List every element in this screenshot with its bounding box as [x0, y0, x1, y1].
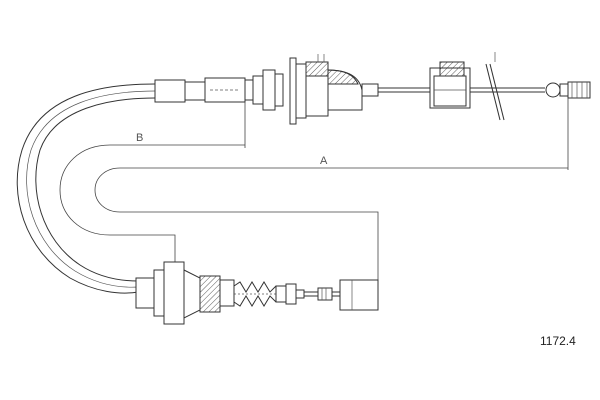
dimension-b-label: B [136, 132, 143, 144]
dimension-lines [59, 98, 569, 280]
cable-sheath [16, 83, 156, 294]
part-number-label: 1172.4 [540, 334, 576, 348]
right-fitting [429, 52, 505, 121]
upper-end-fitting [545, 81, 591, 99]
lower-bellows [233, 281, 305, 307]
lower-end-assembly [135, 261, 235, 325]
inner-cable-upper [378, 87, 545, 93]
dimension-a-label: A [320, 155, 328, 167]
upper-adjuster-fitting [289, 54, 379, 125]
upper-sheath-tube [154, 69, 284, 111]
lower-inner-cable [304, 279, 379, 311]
